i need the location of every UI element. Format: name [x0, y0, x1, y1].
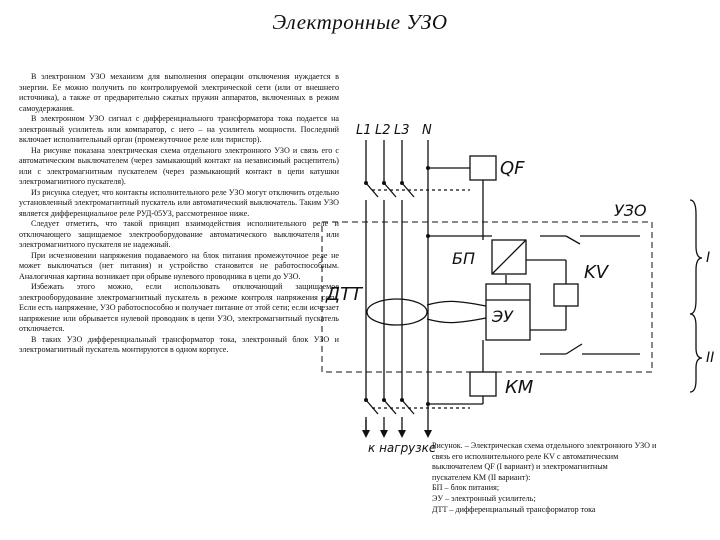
paragraph: В электронном УЗО механизм для выполнени… — [19, 72, 339, 113]
caption-line: пускателем KM (II вариант): — [432, 472, 531, 482]
phase-label-l2: L2 — [375, 123, 391, 138]
variant-2-label: II — [706, 350, 714, 366]
paragraph: В электронном УЗО сигнал с дифференциаль… — [19, 114, 339, 144]
figure-caption: Рисунок. – Электрическая схема отдельног… — [432, 441, 702, 515]
caption-line: ЭУ – электронный усилитель; — [432, 493, 536, 503]
km-label: КМ — [505, 377, 534, 398]
paragraph: На рисунке показана электрическая схема … — [19, 145, 339, 187]
caption-line: БП – блок питания; — [432, 483, 500, 493]
paragraph: Следует отметить, что такой принцип взаи… — [19, 219, 339, 249]
page-title: Электронные УЗО — [272, 10, 448, 34]
paragraph: Избежать этого можно, если использовать … — [19, 282, 339, 333]
phase-label-l1: L1 — [356, 123, 372, 138]
phase-label-n: N — [422, 123, 432, 138]
caption-line: Рисунок. – Электрическая схема отдельног… — [432, 441, 657, 450]
caption-line: ДТТ – дифференциальный трансформатор ток… — [432, 504, 596, 514]
dtt-label: ДТТ — [325, 284, 364, 305]
variant-1-label: I — [706, 250, 710, 266]
caption-line: связь его исполнительного реле KV с авто… — [432, 451, 619, 461]
kv-label: KV — [584, 262, 610, 283]
paragraph: При исчезновении напряжения подаваемого … — [19, 250, 339, 281]
qf-label: QF — [500, 158, 525, 179]
uzo-label: УЗО — [614, 201, 647, 220]
paragraph: В таких УЗО дифференциальный трансформат… — [19, 334, 339, 355]
bp-label: БП — [452, 249, 475, 268]
eu-label: ЭУ — [491, 307, 514, 326]
phase-label-l3: L3 — [394, 123, 410, 138]
paragraph: Из рисунка следует, что контакты исполни… — [19, 187, 339, 218]
caption-line: выключателем QF (I вариант) и электромаг… — [432, 462, 608, 472]
body-text: В электронном УЗО механизм для выполнени… — [19, 72, 339, 356]
load-label: к нагрузке — [368, 441, 436, 455]
